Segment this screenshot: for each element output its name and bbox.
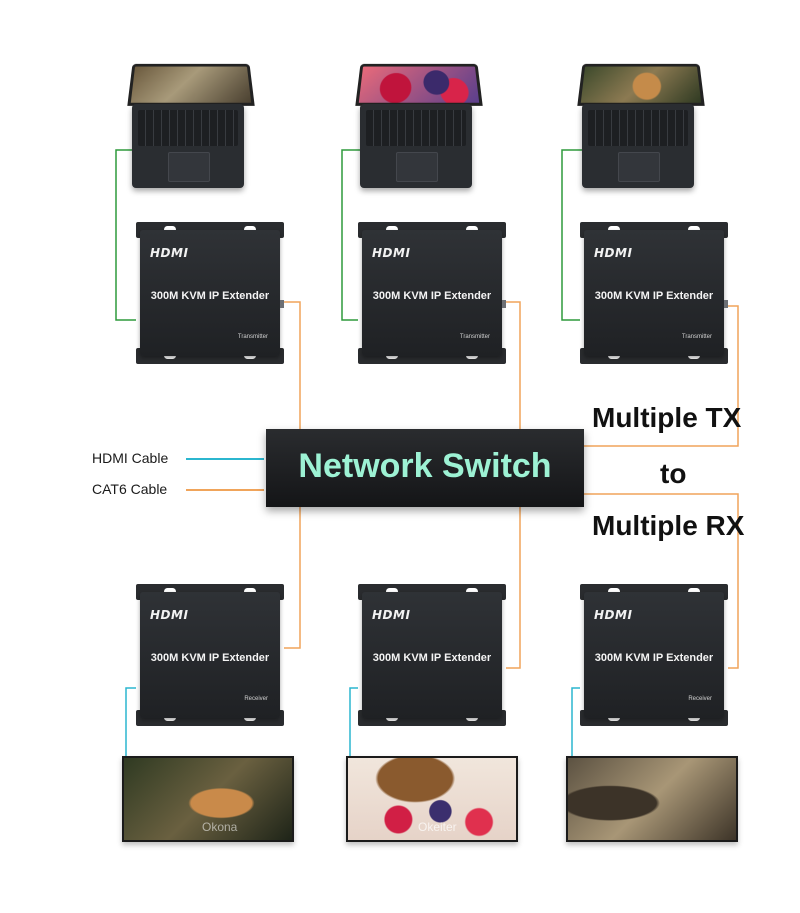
caption-line-2: to [660,458,687,489]
laptop-keyboard-deck [582,104,694,188]
cat6-cable-rx1 [284,507,301,649]
model-label: 300M KVM IP Extender [594,290,714,302]
receiver-1: HDMI 300M KVM IP Extender Receiver [136,584,284,726]
hdmi-logo: HDMI [594,246,633,260]
hdmi-cable-monitor2 [349,687,358,756]
network-switch-label: Network Switch [298,447,552,485]
monitor-3-game [566,756,738,842]
touchpad [618,152,660,182]
ethernet-port-icon [280,300,284,308]
extender-body: HDMI 300M KVM IP Extender Receiver [140,592,280,718]
monitor-screen-image [348,758,516,840]
laptop-2 [346,62,486,192]
cat6-cable-tx3 [584,305,739,447]
extender-body: HDMI 300M KVM IP Extender Transmitter [140,230,280,356]
laptop-keyboard-deck [360,104,472,188]
watermark: Okeiter [418,820,457,834]
model-label: 300M KVM IP Extender [594,652,714,664]
model-label: 300M KVM IP Extender [372,290,492,302]
hdmi-cable-monitor3 [571,687,580,756]
ethernet-port-icon [724,300,728,308]
keyboard [588,110,688,146]
keyboard [138,110,238,146]
hdmi-cable-monitor1 [125,687,136,756]
cat6-cable-tx1 [284,301,301,429]
hdmi-logo: HDMI [594,608,633,622]
extender-body: HDMI 300M KVM IP Extender [362,592,502,718]
hdmi-cable-laptop3 [561,149,582,321]
receiver-3: HDMI 300M KVM IP Extender Receiver [580,584,728,726]
cat6-cable-rx3 [584,493,739,669]
hdmi-logo: HDMI [150,246,189,260]
monitor-2-berries: Okeiter [346,756,518,842]
receiver-2: HDMI 300M KVM IP Extender [358,584,506,726]
cat6-cable-tx2 [506,301,521,429]
network-switch: Network Switch [266,429,584,507]
legend-hdmi-swatch [186,458,264,460]
legend-cat6-label: CAT6 Cable [92,481,168,497]
transmitter-3: HDMI 300M KVM IP Extender Transmitter [580,222,728,364]
touchpad [396,152,438,182]
keyboard [366,110,466,146]
role-label: Transmitter [459,334,490,340]
laptop-screen-game [127,63,255,106]
model-label: 300M KVM IP Extender [150,290,270,302]
caption-line-3: Multiple RX [592,510,745,541]
cat6-cable-rx2 [506,507,521,669]
laptop-screen-berries [355,63,483,106]
role-label: Transmitter [681,334,712,340]
ethernet-port-icon [502,300,506,308]
hdmi-logo: HDMI [372,608,411,622]
laptop-screen-chipmunk [577,63,705,106]
hdmi-logo: HDMI [150,608,189,622]
hdmi-cable-laptop1 [115,149,136,321]
model-label: 300M KVM IP Extender [372,652,492,664]
watermark: Okona [202,820,238,834]
role-label: Receiver [688,696,712,702]
transmitter-1: HDMI 300M KVM IP Extender Transmitter [136,222,284,364]
extender-body: HDMI 300M KVM IP Extender Receiver [584,592,724,718]
monitor-screen-image [568,758,736,840]
role-label: Transmitter [237,334,268,340]
extender-body: HDMI 300M KVM IP Extender Transmitter [584,230,724,356]
extender-body: HDMI 300M KVM IP Extender Transmitter [362,230,502,356]
legend-cat6-swatch [186,489,264,491]
caption-line-1: Multiple TX [592,402,742,433]
hdmi-logo: HDMI [372,246,411,260]
monitor-1-chipmunk: Okona [122,756,294,842]
laptop-3 [568,62,708,192]
laptop-1 [118,62,258,192]
hdmi-cable-laptop2 [341,149,362,321]
legend-hdmi-label: HDMI Cable [92,450,169,466]
role-label: Receiver [244,696,268,702]
transmitter-2: HDMI 300M KVM IP Extender Transmitter [358,222,506,364]
laptop-keyboard-deck [132,104,244,188]
monitor-screen-image [124,758,292,840]
touchpad [168,152,210,182]
model-label: 300M KVM IP Extender [150,652,270,664]
